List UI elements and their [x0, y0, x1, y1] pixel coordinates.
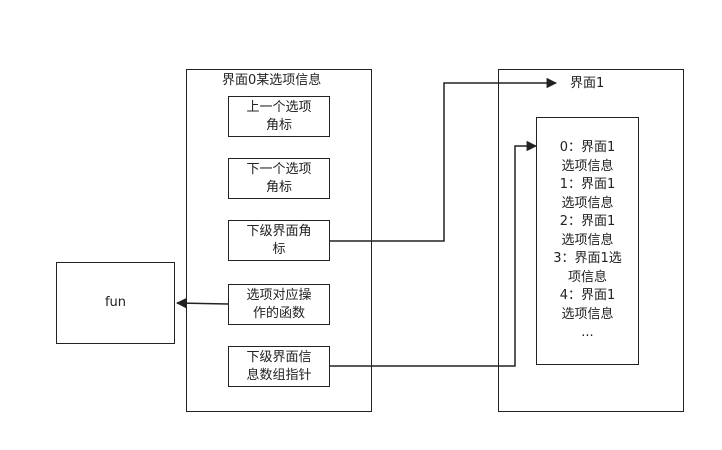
screen1-title: 界面1: [570, 76, 605, 91]
fun-box-label: fun: [104, 295, 127, 310]
screen0-function-label: 选项对应操 作的函数: [246, 287, 312, 321]
screen0-child-array-pointer-label: 下级界面信 息数组指针: [246, 349, 312, 383]
screen0-child-index-box: 下级界面角 标: [228, 220, 330, 261]
screen0-prev-index-box: 上一个选项 角标: [228, 96, 330, 137]
screen1-options-array-box: 0：界面1 选项信息 1：界面1 选项信息 2：界面1 选项信息 3：界面1选 …: [536, 117, 639, 365]
screen0-child-index-label: 下级界面角 标: [246, 223, 312, 257]
screen1-options-list: 0：界面1 选项信息 1：界面1 选项信息 2：界面1 选项信息 3：界面1选 …: [553, 140, 622, 341]
screen0-title: 界面0某选项信息: [222, 73, 322, 88]
screen0-prev-index-label: 上一个选项 角标: [246, 99, 312, 133]
screen0-next-index-box: 下一个选项 角标: [228, 158, 330, 199]
screen0-next-index-label: 下一个选项 角标: [246, 161, 312, 195]
fun-box: fun: [56, 262, 175, 344]
screen0-child-array-pointer-box: 下级界面信 息数组指针: [228, 346, 330, 387]
screen0-function-box: 选项对应操 作的函数: [228, 284, 330, 325]
